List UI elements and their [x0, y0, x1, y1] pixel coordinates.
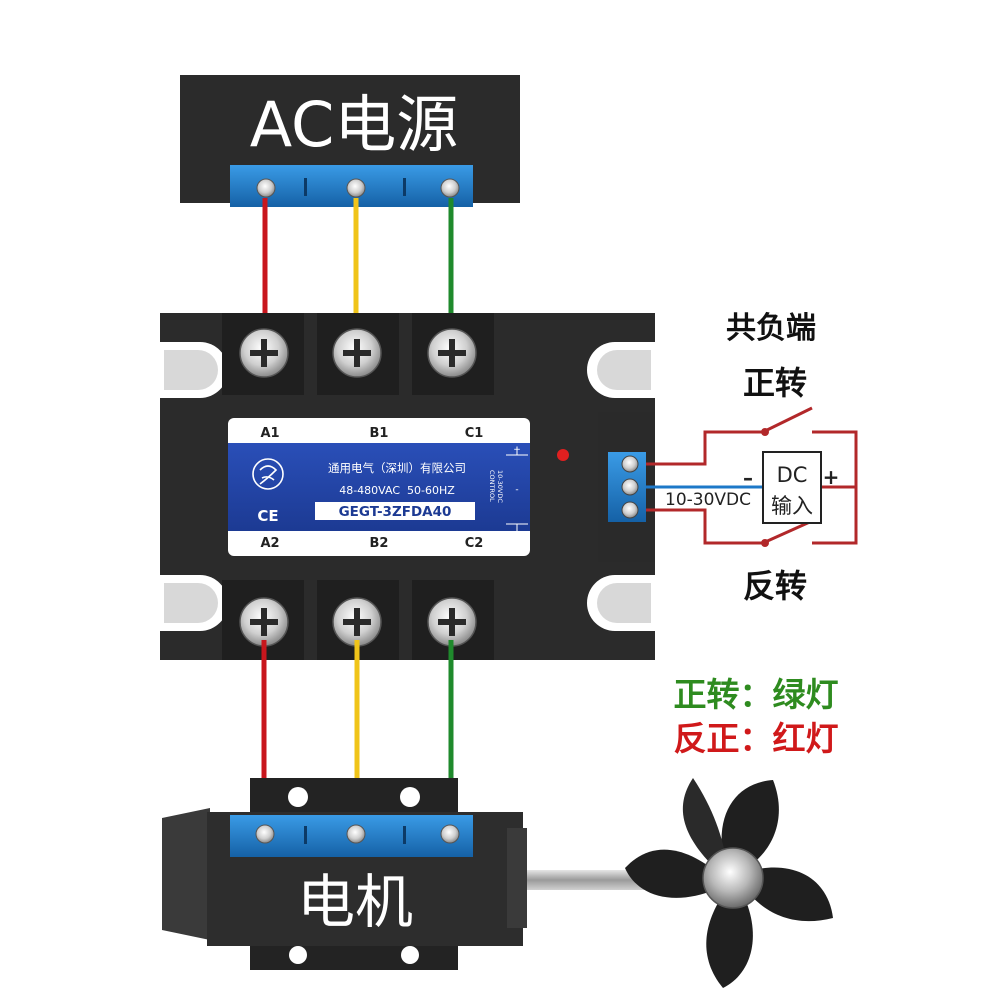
terminal-screw-c2	[427, 597, 477, 647]
label-plus: +	[513, 445, 521, 455]
ac-source-screw	[346, 178, 366, 198]
terminal-screw-c1	[427, 328, 477, 378]
dc-input-box: DC 输入	[762, 451, 822, 524]
dc-box-top-label: DC	[777, 463, 808, 487]
control-wiring	[646, 406, 858, 547]
dc-minus-sign: –	[743, 466, 753, 490]
ce-mark: CE	[257, 507, 278, 525]
control-screw	[621, 501, 639, 519]
dc-box-bottom-label: 输入	[771, 494, 813, 518]
terminal-label-b1: B1	[370, 426, 389, 441]
reverse-switch-label: 反转	[743, 567, 807, 605]
terminal-label-b2: B2	[370, 536, 389, 551]
motor-screw	[255, 824, 275, 844]
solid-state-relay: A1 B1 C1 A2 B2 C2 CE 通用电气（深圳）有限公司 48-480…	[160, 313, 655, 660]
ac-source-terminal-block	[230, 165, 473, 207]
motor-title: 电机	[297, 868, 413, 936]
dc-plus-sign: +	[823, 465, 840, 489]
legend-forward: 正转：绿灯	[674, 675, 839, 714]
terminal-screw-a2	[239, 597, 289, 647]
legend-reverse: 反正：红灯	[674, 719, 839, 758]
control-screw	[621, 455, 639, 473]
terminal-label-c1: C1	[465, 426, 484, 441]
status-led	[557, 449, 569, 461]
fan-icon	[625, 778, 833, 988]
ac-source-box: AC电源	[180, 75, 520, 207]
terminal-label-c2: C2	[465, 536, 484, 551]
ac-source-title: AC电源	[250, 88, 459, 161]
motor-screw	[440, 824, 460, 844]
terminal-screw-b2	[332, 597, 382, 647]
terminal-label-a1: A1	[260, 426, 279, 441]
relay-spec: 48-480VAC 50-60HZ	[339, 484, 455, 497]
motor-screw	[346, 824, 366, 844]
terminal-label-a2: A2	[260, 536, 279, 551]
forward-switch-label: 正转	[743, 364, 807, 402]
ac-source-screw	[256, 178, 276, 198]
terminal-screw-a1	[239, 328, 289, 378]
relay-label-plate: A1 B1 C1 A2 B2 C2 CE 通用电气（深圳）有限公司 48-480…	[228, 418, 530, 556]
control-voltage-label: 10-30VDC	[665, 490, 751, 510]
brand-logo-icon	[252, 458, 284, 490]
ac-source-screw	[440, 178, 460, 198]
common-negative-label: 共负端	[726, 311, 816, 346]
relay-company: 通用电气（深圳）有限公司	[328, 461, 466, 475]
motor: 电机	[162, 778, 702, 970]
terminal-screw-b1	[332, 328, 382, 378]
control-vertical-voltage: 10-30VDC	[496, 470, 504, 503]
control-vertical-label: CONTROL	[488, 470, 496, 502]
label-minus: -	[515, 485, 518, 495]
relay-model: GEGT-3ZFDA40	[339, 504, 452, 520]
control-screw	[621, 478, 639, 496]
control-terminal-block	[598, 412, 655, 562]
